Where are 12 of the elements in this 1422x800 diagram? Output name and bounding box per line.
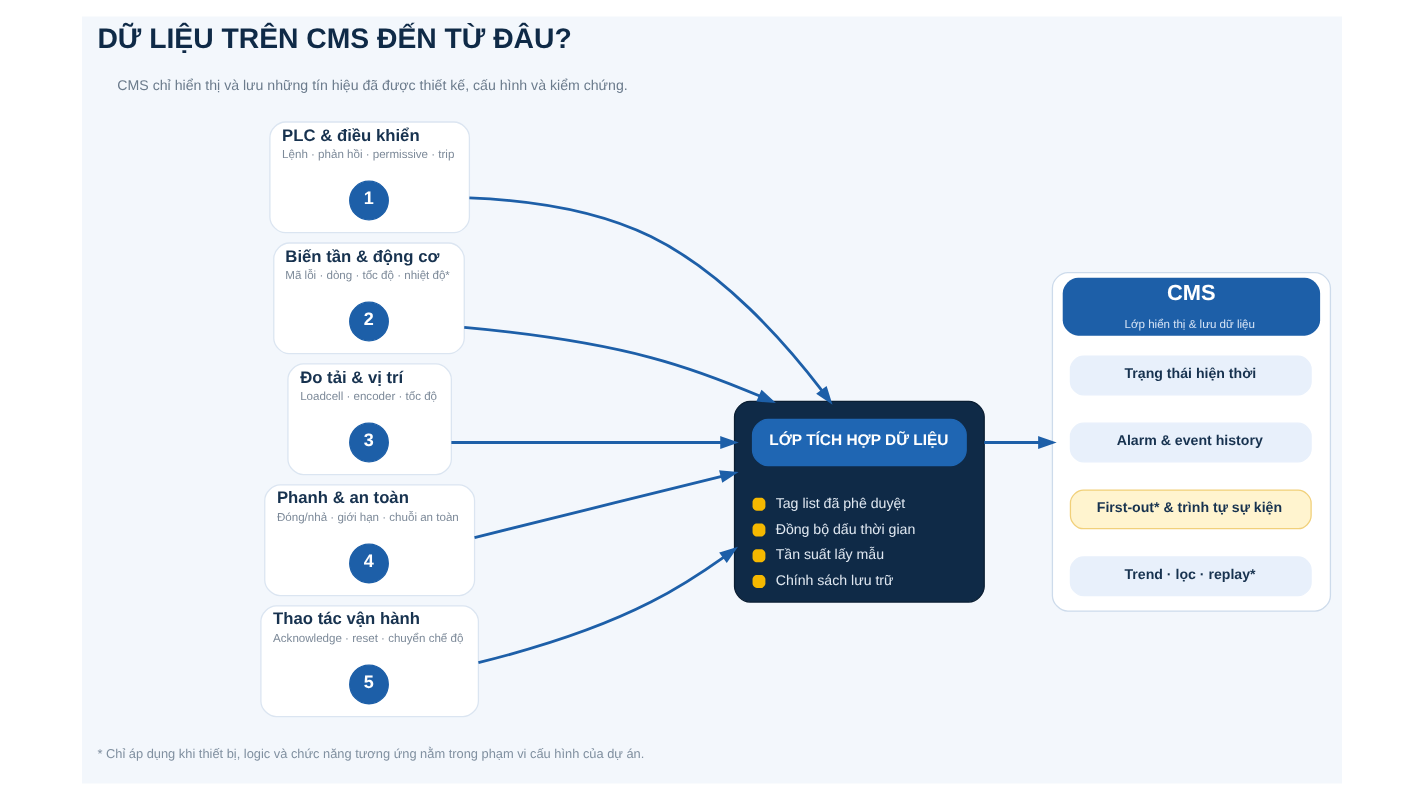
node-circle: 1	[348, 180, 388, 221]
diagram-title: DỮ LIỆU TRÊN CMS ĐẾN TỪ ĐÂU?	[96, 22, 571, 55]
arrow	[468, 196, 832, 405]
node-circle: 3	[348, 422, 388, 463]
node-circle: 4	[348, 543, 388, 584]
arrow	[473, 470, 738, 539]
arrow	[463, 326, 775, 403]
arrow	[477, 546, 737, 664]
node-circle: 2	[348, 301, 388, 342]
arrow	[450, 435, 738, 449]
node-circle: 5	[348, 664, 388, 705]
arrow	[983, 435, 1056, 449]
